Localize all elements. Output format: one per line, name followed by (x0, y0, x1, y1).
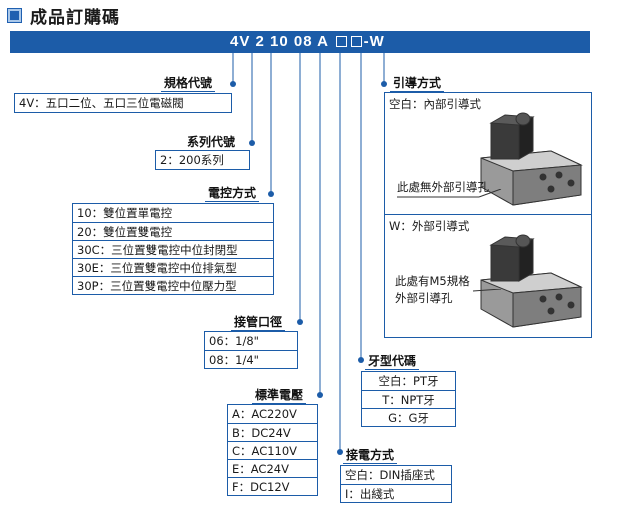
pilot-internal: 空白：內部引導式 此處無外部引導孔 (385, 93, 591, 215)
thread-option: G：G牙 (362, 408, 455, 426)
voltage-option: E：AC24V (228, 459, 317, 477)
thread-option: 空白：PT牙 (378, 374, 439, 388)
pilot-internal-head: 空白：內部引導式 (389, 97, 481, 111)
connector-dot (381, 81, 387, 87)
thread-option: T：NPT牙 (362, 390, 455, 408)
connector-dot (337, 449, 343, 455)
connector-dot (358, 357, 364, 363)
port-options: 06：1/8" 08：1/4" (204, 331, 298, 369)
connector-dot (317, 392, 323, 398)
thread-options: 空白：PT牙 T：NPT牙 G：G牙 (361, 371, 456, 427)
voltage-option: A：AC220V (232, 407, 297, 421)
spec-option: 4V：五口二位、五口三位電磁閥 (19, 96, 184, 110)
port-option: 08：1/4" (205, 350, 297, 368)
pilot-label: 引導方式 (390, 74, 445, 92)
control-options: 10：雙位置單電控 20：雙位置雙電控 30C：三位置雙電控中位封閉型 30E：… (72, 203, 274, 295)
series-label: 系列代號 (184, 133, 239, 151)
control-option: 20：雙位置雙電控 (73, 222, 273, 240)
pilot-internal-note: 此處無外部引導孔 (397, 180, 489, 194)
order-code-bar: 4V 2 10 08 A -W (10, 31, 590, 53)
leader-line (472, 289, 502, 292)
control-option: 30P：三位置雙電控中位壓力型 (73, 276, 273, 294)
wiring-option: I：出綫式 (341, 484, 451, 502)
spec-label: 規格代號 (161, 74, 216, 92)
page-title: 成品訂購碼 (8, 4, 120, 28)
title-text: 成品訂購碼 (30, 7, 120, 28)
series-options: 2：200系列 (155, 150, 250, 170)
pilot-external-note-line1: 此處有M5規格 (395, 274, 470, 288)
pilot-external: W：外部引導式 此處有M5規格 外部引導孔 (385, 215, 591, 339)
wiring-options: 空白：DIN插座式 I：出綫式 (340, 465, 452, 503)
code-placeholder-box (335, 36, 347, 47)
code-placeholder-box (350, 36, 362, 47)
connector-dot (230, 81, 236, 87)
control-option: 10：雙位置單電控 (77, 206, 173, 220)
leader-line (397, 189, 502, 198)
control-option: 30E：三位置雙電控中位排氣型 (73, 258, 273, 276)
solenoid-valve-image (480, 234, 583, 328)
order-code-suffix: -W (363, 33, 385, 50)
wiring-option: 空白：DIN插座式 (345, 468, 435, 482)
pilot-external-head: W：外部引導式 (389, 219, 470, 233)
voltage-label: 標準電壓 (252, 386, 307, 404)
thread-label: 牙型代碼 (365, 352, 420, 370)
order-code: 4V 2 10 08 A -W (230, 31, 385, 53)
pilot-external-note: 此處有M5規格 外部引導孔 (395, 273, 470, 307)
series-option: 2：200系列 (160, 153, 224, 167)
voltage-option: B：DC24V (228, 423, 317, 441)
spec-options: 4V：五口二位、五口三位電磁閥 (14, 93, 232, 113)
voltage-option: F：DC12V (228, 477, 317, 495)
pilot-external-note-line2: 外部引導孔 (395, 291, 453, 305)
order-code-prefix: 4V 2 10 08 A (230, 33, 329, 50)
voltage-options: A：AC220V B：DC24V C：AC110V E：AC24V F：DC12… (227, 404, 318, 496)
control-option: 30C：三位置雙電控中位封閉型 (73, 240, 273, 258)
voltage-option: C：AC110V (228, 441, 317, 459)
control-label: 電控方式 (205, 184, 260, 202)
solenoid-valve-image (480, 112, 583, 206)
wiring-label: 接電方式 (343, 446, 398, 464)
pilot-options: 空白：內部引導式 此處無外部引導孔 W：外部引導式 (384, 92, 592, 338)
port-label: 接管口徑 (231, 313, 286, 331)
connector-dot (297, 319, 303, 325)
connector-dot (268, 191, 274, 197)
connector-dot (249, 140, 255, 146)
port-option: 06：1/8" (209, 334, 259, 348)
square-bullet-icon (8, 8, 21, 22)
